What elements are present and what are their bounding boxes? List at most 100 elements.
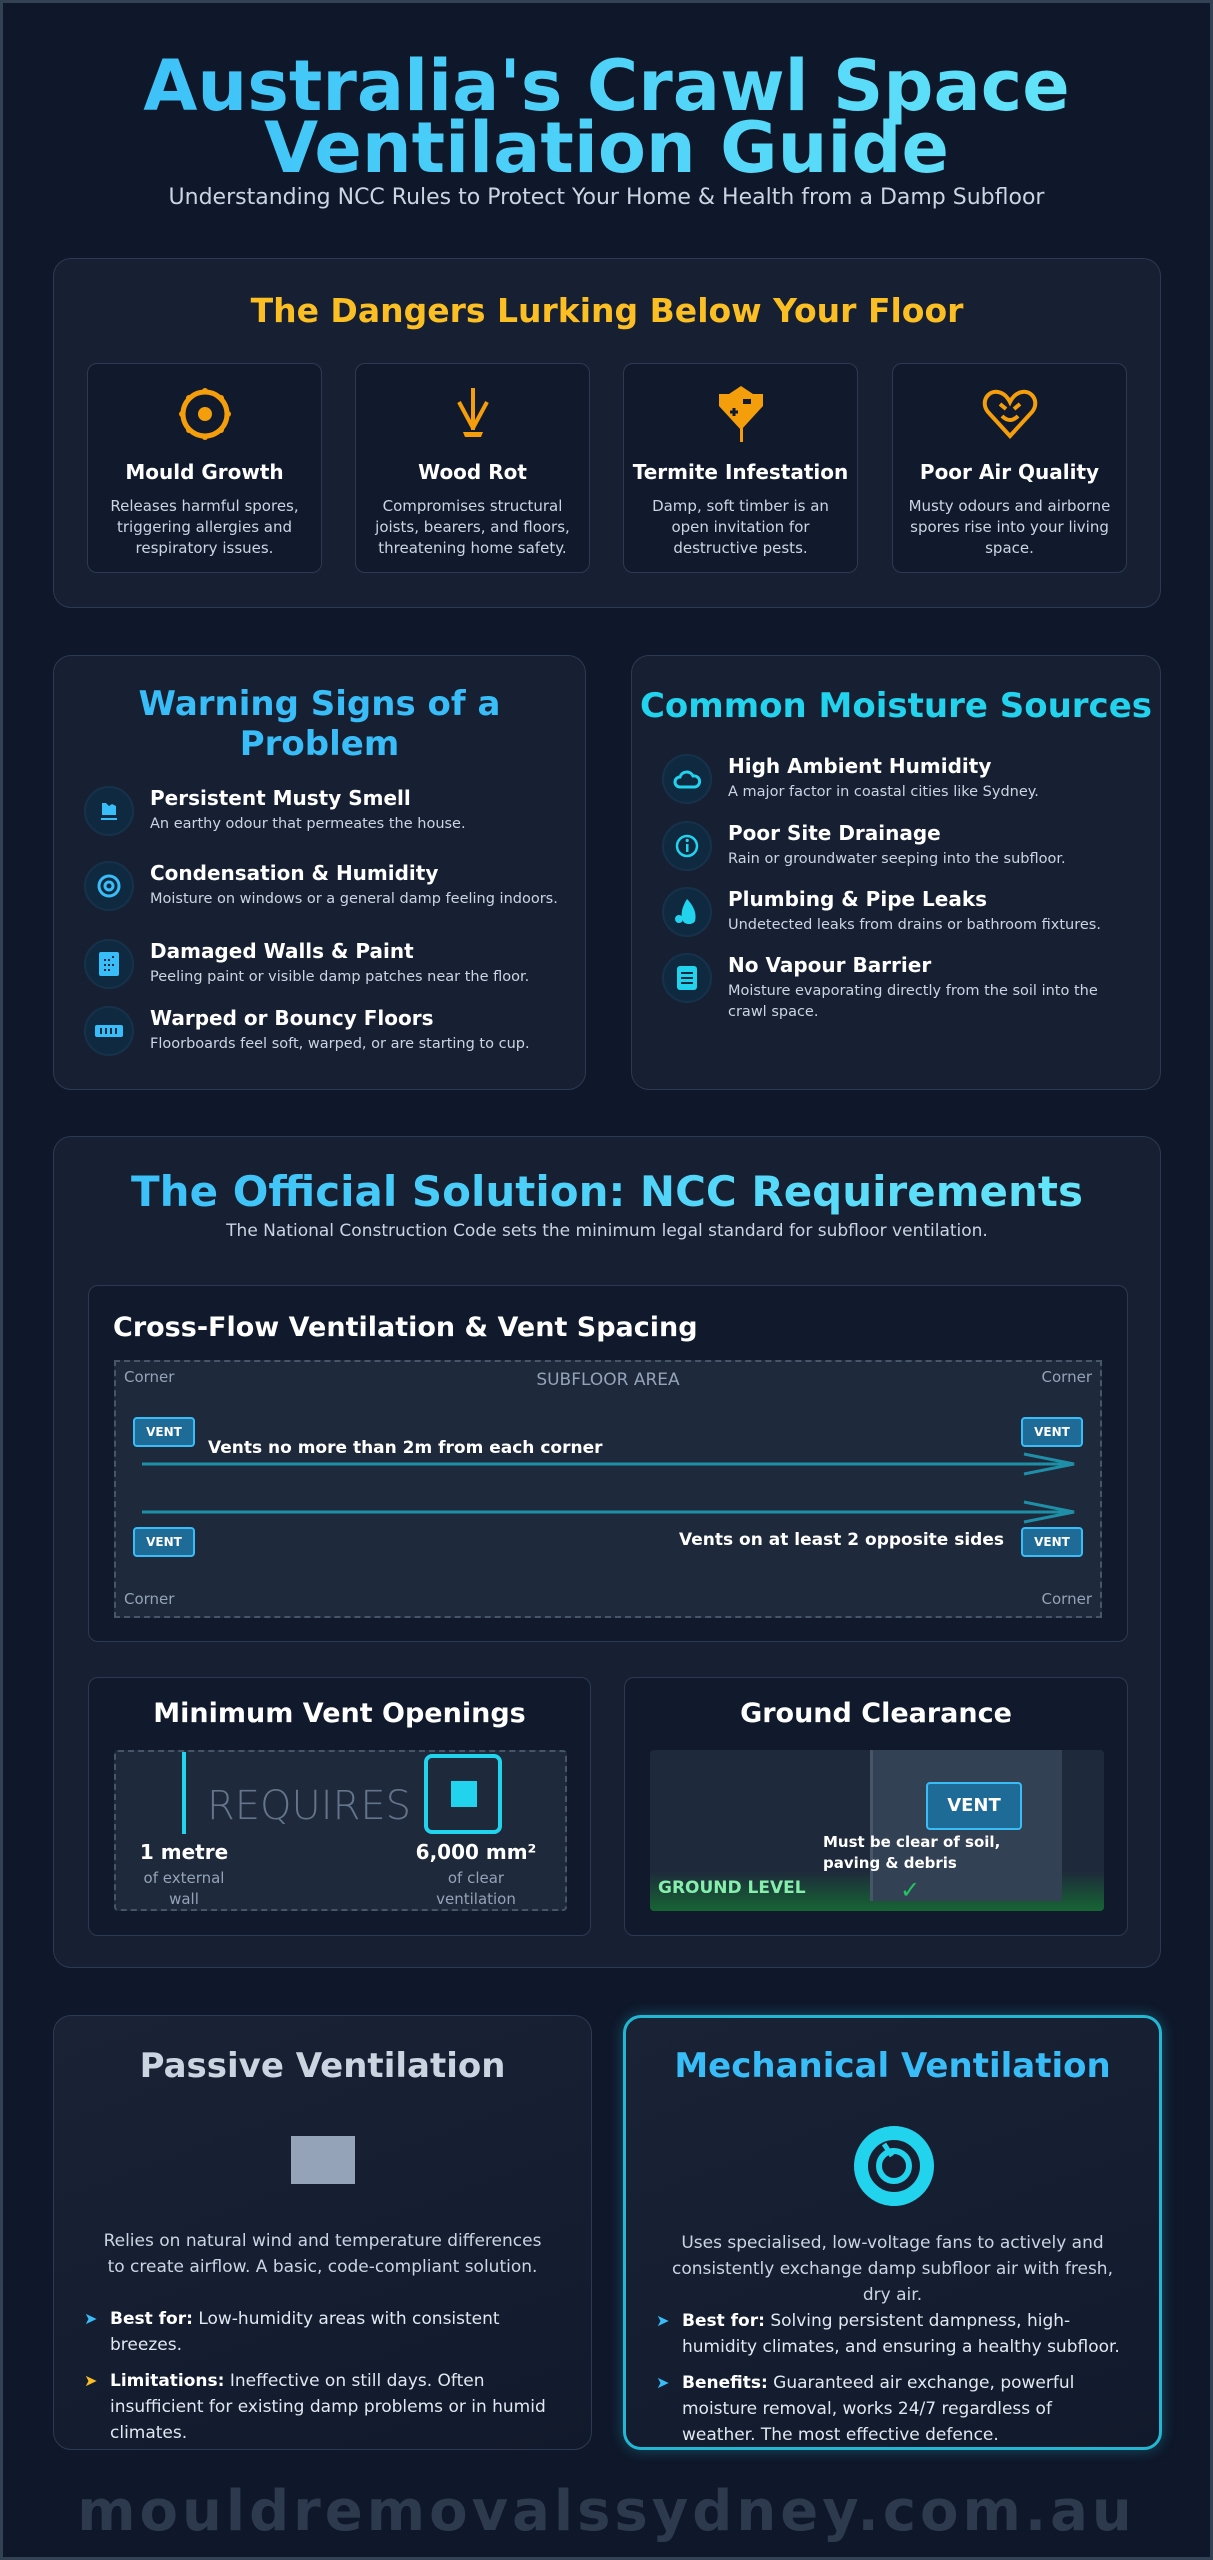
item-title: Warped or Bouncy Floors bbox=[150, 1006, 434, 1030]
wall-icon bbox=[84, 939, 134, 989]
info-icon bbox=[662, 821, 712, 871]
page-subtitle: Understanding NCC Rules to Protect Your … bbox=[168, 185, 1045, 210]
item-text: Rain or groundwater seeping into the sub… bbox=[728, 851, 1066, 867]
item-title: Condensation & Humidity bbox=[150, 861, 439, 885]
corner-label: Corner bbox=[1041, 1368, 1092, 1386]
vent-bottom-right: VENT bbox=[1021, 1527, 1083, 1557]
crossflow-card: Cross-Flow Ventilation & Vent Spacing Co… bbox=[88, 1285, 1128, 1642]
air-quality-icon bbox=[982, 389, 1037, 439]
item-text: Floorboards feel soft, warped, or are st… bbox=[150, 1036, 530, 1052]
mechanical-title: Mechanical Ventilation bbox=[674, 2046, 1111, 2086]
item-label: Benefits: bbox=[682, 2373, 768, 2393]
item-text: Peeling paint or visible damp patches ne… bbox=[150, 969, 530, 985]
vent-opening-icon bbox=[424, 1754, 502, 1834]
leak-icon bbox=[662, 887, 712, 937]
card-text: Compromises structural joists, bearers, … bbox=[375, 497, 570, 557]
item-title: Plumbing & Pipe Leaks bbox=[728, 887, 988, 911]
clearance-note: Must be clear of soil, paving & debris bbox=[823, 1833, 1001, 1872]
card-text: Releases harmful spores, triggering alle… bbox=[110, 497, 299, 557]
corner-label: Corner bbox=[1041, 1590, 1092, 1608]
item-text: A major factor in coastal cities like Sy… bbox=[728, 784, 1039, 800]
vent-block: VENT bbox=[926, 1782, 1022, 1830]
airflow-arrows bbox=[142, 1452, 1075, 1524]
watermark: mouldremovalssydney.com.au bbox=[77, 2479, 1136, 2544]
passive-list: ➤Best for: Low-humidity areas with consi… bbox=[84, 2306, 551, 2456]
card-title: Wood Rot bbox=[418, 460, 527, 484]
ncc-subtitle: The National Construction Code sets the … bbox=[226, 1221, 988, 1241]
list-item: ➤Limitations: Ineffective on still days.… bbox=[84, 2368, 551, 2446]
area-value: 6,000 mm² of clear ventilation bbox=[406, 1840, 546, 1910]
mechanical-list: ➤ Best for: Solving persistent dampness, … bbox=[656, 2308, 1129, 2458]
card-text: Damp, soft timber is an open invitation … bbox=[652, 497, 829, 557]
item-text: An earthy odour that permeates the house… bbox=[150, 816, 466, 832]
card-title: Poor Air Quality bbox=[919, 460, 1100, 484]
openings-title: Minimum Vent Openings bbox=[153, 1698, 526, 1729]
item-text: Undetected leaks from drains or bathroom… bbox=[728, 917, 1101, 933]
clearance-title: Ground Clearance bbox=[740, 1698, 1012, 1729]
termite-icon bbox=[718, 386, 763, 442]
smell-icon bbox=[84, 786, 134, 836]
clearance-diagram: VENT Must be clear of soil, paving & deb… bbox=[650, 1750, 1104, 1911]
item-text: Low-humidity areas with consistent breez… bbox=[110, 2309, 500, 2355]
area-caption: of clear ventilation bbox=[436, 1869, 516, 1908]
wall-length: 1 metre bbox=[139, 1840, 229, 1864]
vent-top-right: VENT bbox=[1021, 1417, 1083, 1447]
item-label: Best for: bbox=[682, 2311, 765, 2331]
item-title: No Vapour Barrier bbox=[728, 953, 932, 977]
requires-label: REQUIRES bbox=[206, 1783, 412, 1829]
item-title: Damaged Walls & Paint bbox=[150, 939, 414, 963]
dangers-panel: The Dangers Lurking Below Your Floor Mou… bbox=[53, 258, 1161, 608]
wall-length-bar bbox=[182, 1752, 186, 1834]
wood-rot-icon bbox=[456, 388, 489, 437]
vent-bottom-left: VENT bbox=[133, 1527, 195, 1557]
list-item: ➤Best for: Low-humidity areas with consi… bbox=[84, 2306, 551, 2358]
item-text: Solving persistent dampness, high-humidi… bbox=[682, 2311, 1120, 2357]
corner-rule: Vents no more than 2m from each corner bbox=[208, 1438, 603, 1458]
warning-title: Warning Signs of a Problem bbox=[138, 684, 501, 764]
item-text: Ineffective on still days. Often insuffi… bbox=[110, 2371, 546, 2443]
check-icon: ✓ bbox=[900, 1876, 921, 1904]
ncc-panel: The Official Solution: NCC Requirements … bbox=[53, 1136, 1161, 1968]
warning-panel: Warning Signs of a Problem Persistent Mu… bbox=[53, 655, 586, 1090]
subfloor-label: SUBFLOOR AREA bbox=[536, 1370, 680, 1390]
cloud-icon bbox=[662, 754, 712, 804]
vent-area: 6,000 mm² bbox=[415, 1840, 537, 1864]
item-text: Moisture on windows or a general damp fe… bbox=[150, 891, 558, 907]
mechanical-card: Mechanical Ventilation Uses specialised,… bbox=[623, 2015, 1162, 2450]
list-item: ➤Best for: Solving persistent dampness, … bbox=[656, 2308, 1129, 2360]
sides-rule: Vents on at least 2 opposite sides bbox=[679, 1530, 1004, 1550]
passive-vent-icon bbox=[291, 2136, 355, 2184]
ncc-title: The Official Solution: NCC Requirements bbox=[54, 1167, 1160, 1216]
corner-label: Corner bbox=[124, 1590, 175, 1608]
crossflow-title: Cross-Flow Ventilation & Vent Spacing bbox=[113, 1312, 698, 1343]
mechanical-description: Uses specialised, low-voltage fans to ac… bbox=[672, 2233, 1113, 2305]
card-title: Termite Infestation bbox=[632, 460, 849, 484]
passive-card: Passive Ventilation Relies on natural wi… bbox=[53, 2015, 592, 2450]
card-title: Mould Growth bbox=[125, 460, 284, 484]
moisture-panel: Common Moisture Sources High Ambient Hum… bbox=[631, 655, 1161, 1090]
chevron-icon: ➤ bbox=[656, 2373, 670, 2392]
subfloor-area: Corner Corner Corner Corner SUBFLOOR ARE… bbox=[114, 1360, 1102, 1618]
passive-description: Relies on natural wind and temperature d… bbox=[103, 2231, 542, 2277]
item-title: Poor Site Drainage bbox=[728, 821, 941, 845]
item-label: Limitations: bbox=[110, 2371, 225, 2391]
fan-icon bbox=[854, 2126, 934, 2206]
barrier-icon bbox=[662, 953, 712, 1003]
corner-label: Corner bbox=[124, 1368, 175, 1386]
dangers-title: The Dangers Lurking Below Your Floor bbox=[250, 291, 964, 330]
ground-level-label: GROUND LEVEL bbox=[658, 1878, 806, 1898]
list-item: ➤Benefits: Guaranteed air exchange, powe… bbox=[656, 2370, 1129, 2448]
